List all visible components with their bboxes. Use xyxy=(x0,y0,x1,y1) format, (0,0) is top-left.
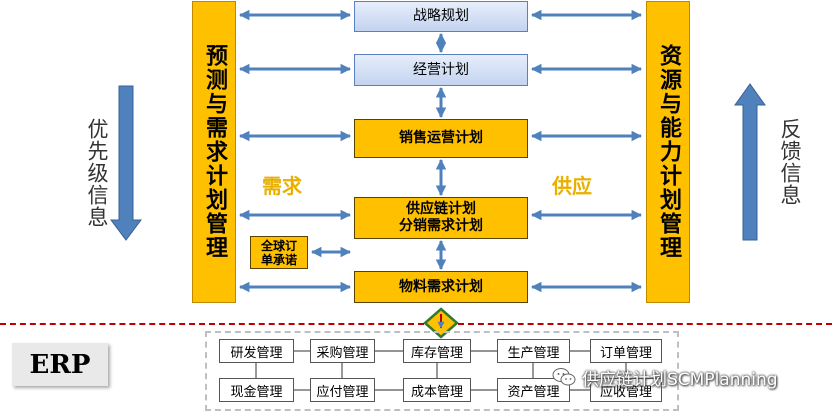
module-cost-text: 成本管理 xyxy=(410,384,463,400)
module-cash-text: 现金管理 xyxy=(230,384,283,400)
module-rd: 研发管理 xyxy=(219,339,294,363)
module-purchasing: 采购管理 xyxy=(310,339,375,363)
module-orders: 订单管理 xyxy=(590,339,662,363)
watermark: 供应链计划SCMPlanning xyxy=(552,364,824,390)
separator-right xyxy=(458,323,832,325)
capacity-planning-column: 资源与能力计划管理 xyxy=(646,1,690,303)
business-plan-text: 经营计划 xyxy=(413,61,469,78)
priority-down-arrow xyxy=(110,85,142,241)
module-payables: 应付管理 xyxy=(310,378,375,402)
module-assets-text: 资产管理 xyxy=(507,384,560,400)
erp-module-frame xyxy=(205,331,679,411)
module-production-text: 生产管理 xyxy=(507,345,560,361)
mrp-text: 物料需求计划 xyxy=(399,278,483,295)
separator-left xyxy=(0,323,424,325)
module-assets: 资产管理 xyxy=(497,378,570,402)
drp-text: 分销需求计划 xyxy=(399,218,483,234)
sop-text: 销售运营计划 xyxy=(399,130,483,146)
supply-chain-box: 供应链计划 分销需求计划 xyxy=(354,197,528,239)
global-order-text-2: 单承诺 xyxy=(260,252,297,267)
capacity-planning-title: 资源与能力计划管理 xyxy=(656,44,681,260)
module-purchasing-text: 采购管理 xyxy=(316,345,369,361)
demand-planning-title: 预测与需求计划管理 xyxy=(202,44,227,260)
module-payables-text: 应付管理 xyxy=(316,384,369,400)
erp-text: ERP xyxy=(29,349,91,380)
global-order-box: 全球订 单承诺 xyxy=(250,236,308,269)
erp-label: ERP xyxy=(12,343,108,386)
feedback-up-arrow xyxy=(734,83,766,241)
module-receivables-text: 应收管理 xyxy=(599,384,652,400)
supply-label: 供应 xyxy=(552,174,592,198)
module-receivables: 应收管理 xyxy=(590,378,662,402)
sop-box: 销售运营计划 xyxy=(354,119,528,158)
demand-label: 需求 xyxy=(262,174,302,198)
module-rd-text: 研发管理 xyxy=(230,345,283,361)
business-plan-box: 经营计划 xyxy=(354,54,528,86)
module-cost: 成本管理 xyxy=(403,378,471,402)
supply-chain-text: 供应链计划 xyxy=(406,201,476,217)
global-order-text-1: 全球订 xyxy=(260,238,297,253)
module-production: 生产管理 xyxy=(497,339,570,363)
module-grid-lines xyxy=(255,350,627,391)
watermark-text: 供应链计划SCMPlanning xyxy=(582,369,778,390)
feedback-info-label: 反馈信息 xyxy=(778,118,802,206)
priority-info-label: 优先级信息 xyxy=(85,118,109,228)
mrp-box: 物料需求计划 xyxy=(354,271,528,303)
module-cash: 现金管理 xyxy=(219,378,294,402)
module-inventory: 库存管理 xyxy=(403,339,471,363)
module-inventory-text: 库存管理 xyxy=(410,345,463,361)
strategy-text: 战略规划 xyxy=(413,8,469,24)
wechat-icon xyxy=(552,368,576,386)
demand-planning-column: 预测与需求计划管理 xyxy=(192,1,236,303)
strategy-box: 战略规划 xyxy=(354,1,528,32)
module-orders-text: 订单管理 xyxy=(599,345,652,361)
